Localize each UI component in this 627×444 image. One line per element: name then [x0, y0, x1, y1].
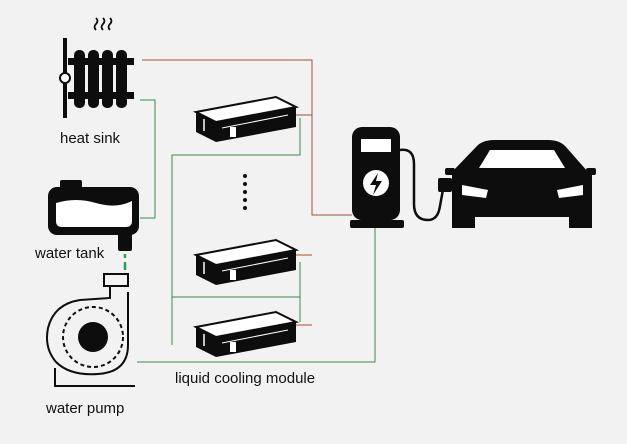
green-pipe-module-bus [171, 118, 301, 298]
water-pump-icon [46, 273, 135, 387]
red-pipe-top [142, 59, 352, 216]
water-pump-label: water pump [46, 400, 125, 417]
server-module-icon [192, 95, 300, 142]
green-pipes [137, 99, 376, 363]
car-icon [445, 140, 596, 228]
pump-housing [46, 286, 129, 376]
green-pipe-return [137, 228, 376, 363]
server-module-icon [192, 238, 300, 285]
green-pipe-heatsink [140, 99, 156, 219]
vertical-ellipsis-icon [243, 174, 247, 210]
heat-sink-label: heat sink [60, 130, 121, 147]
water-tank-label: water tank [35, 245, 105, 262]
heat-waves-icon [93, 17, 113, 31]
server-module-icon [192, 310, 300, 357]
red-pipes [142, 59, 352, 326]
radiator-icon [59, 17, 134, 118]
charging-station-icon [350, 127, 452, 228]
water-tank-icon [48, 180, 139, 251]
liquid-cooling-module-label: liquid cooling module [175, 370, 316, 387]
